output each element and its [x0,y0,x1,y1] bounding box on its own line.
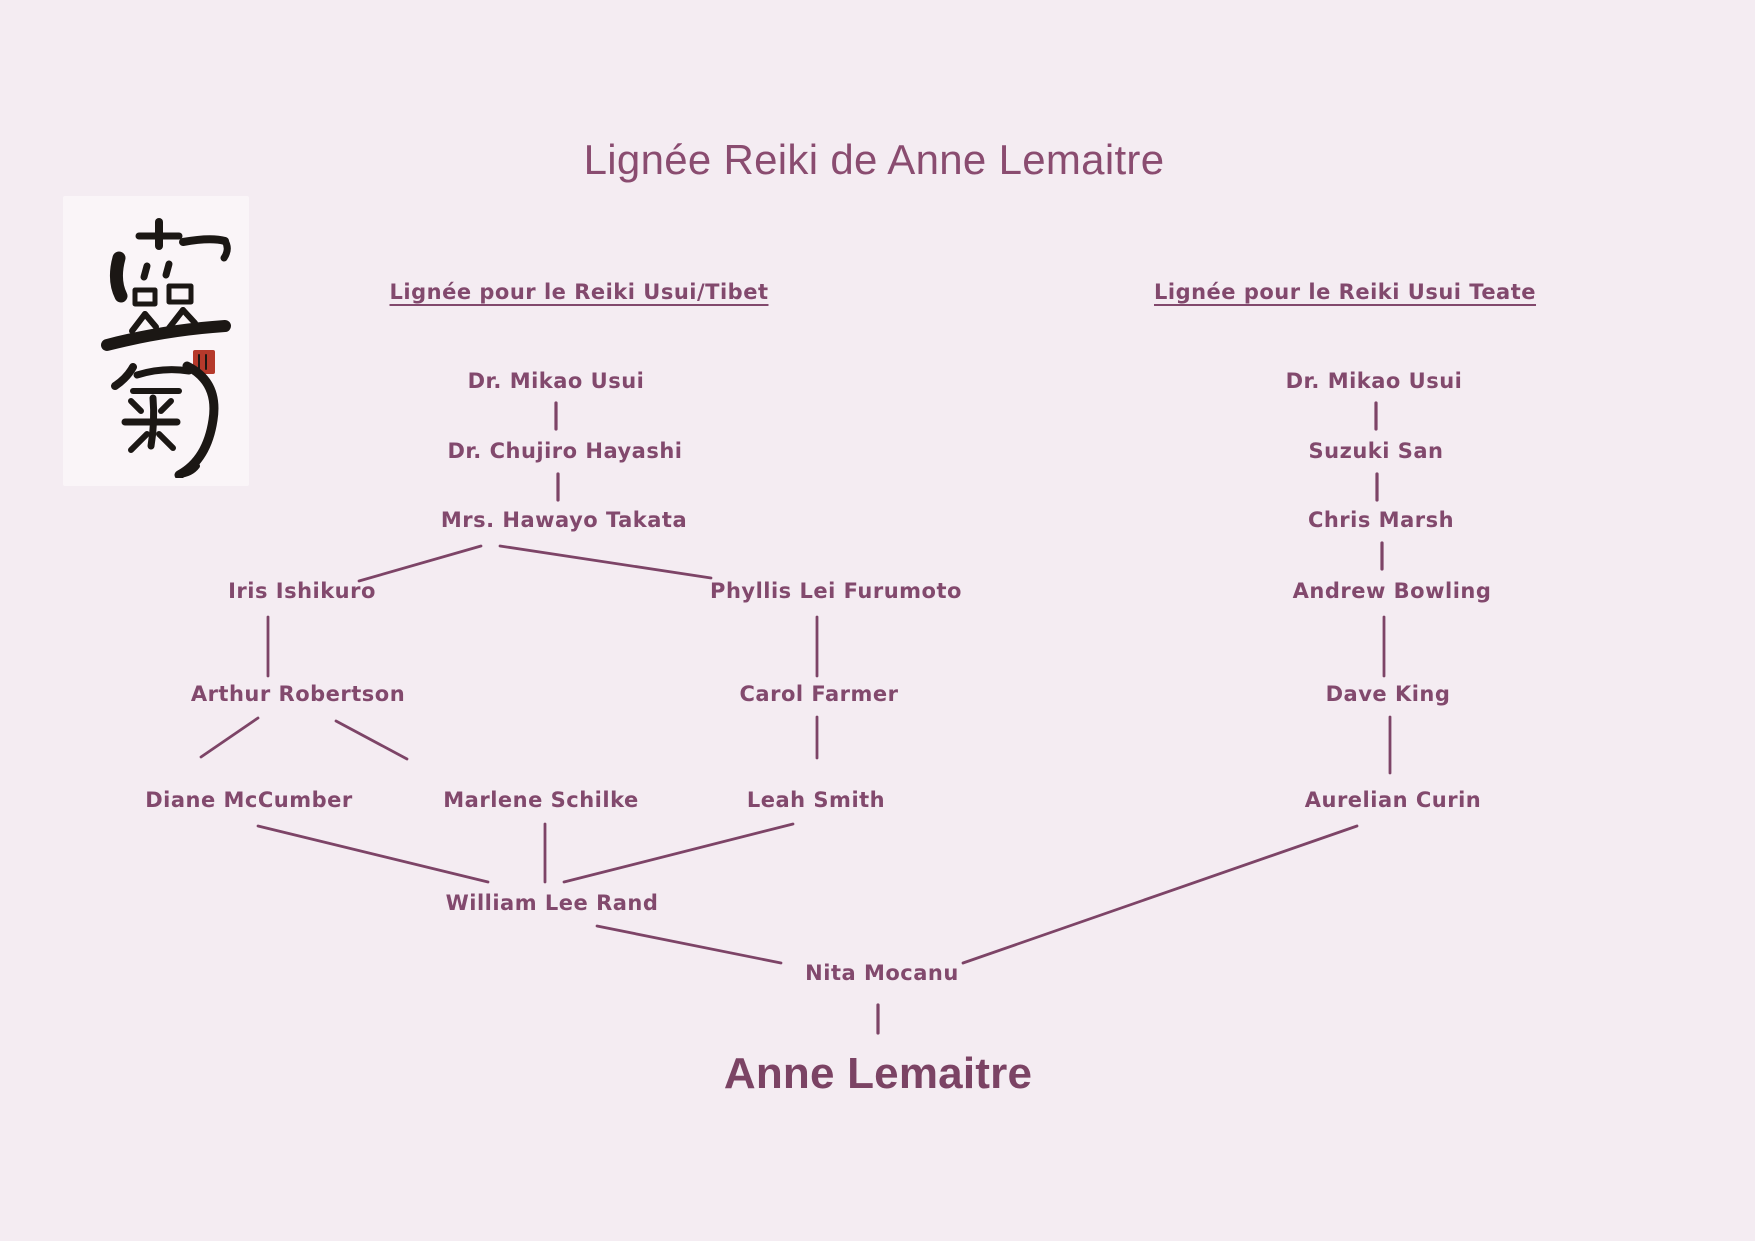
person-aurelian-curin: Aurelian Curin [1304,788,1482,812]
person-iris-ishikuro: Iris Ishikuro [228,579,376,603]
reiki-calligraphy-logo [101,218,231,478]
person-anne-lemaitre: Anne Lemaitre [723,1049,1033,1098]
edge-robertson-schilke [334,719,409,761]
left-lineage-header: Lignée pour le Reiki Usui/Tibet [389,280,769,304]
edge-robertson-mccumber [199,716,260,759]
person-nita-mocanu: Nita Mocanu [805,961,959,985]
person-mikao-usui-left: Dr. Mikao Usui [467,369,645,393]
edge-takata-furumoto [498,544,713,580]
edge-curin-mocanu [961,824,1359,965]
edge-mccumber-rand [256,824,490,884]
person-leah-smith: Leah Smith [746,788,886,812]
person-chris-marsh: Chris Marsh [1307,508,1455,532]
ki-kanji [111,361,219,478]
rei-kanji [101,218,231,351]
person-phyllis-furumoto: Phyllis Lei Furumoto [710,579,962,603]
person-william-lee-rand: William Lee Rand [445,891,659,915]
edge-rand-mocanu [595,924,783,965]
edge-takata-ishikuro [357,544,483,583]
person-dave-king: Dave King [1325,682,1451,706]
person-chujiro-hayashi: Dr. Chujiro Hayashi [447,439,683,463]
person-suzuki-san: Suzuki San [1308,439,1444,463]
person-diane-mccumber: Diane McCumber [145,788,353,812]
page-title: Lignée Reiki de Anne Lemaitre [583,136,1165,183]
edge-smith-rand [562,822,795,884]
person-marlene-schilke: Marlene Schilke [443,788,639,812]
person-carol-farmer: Carol Farmer [739,682,899,706]
person-andrew-bowling: Andrew Bowling [1292,579,1492,603]
person-arthur-robertson: Arthur Robertson [190,682,406,706]
right-lineage-header: Lignée pour le Reiki Usui Teate [1153,280,1537,304]
person-mikao-usui-right: Dr. Mikao Usui [1285,369,1463,393]
person-hawayo-takata: Mrs. Hawayo Takata [440,508,688,532]
